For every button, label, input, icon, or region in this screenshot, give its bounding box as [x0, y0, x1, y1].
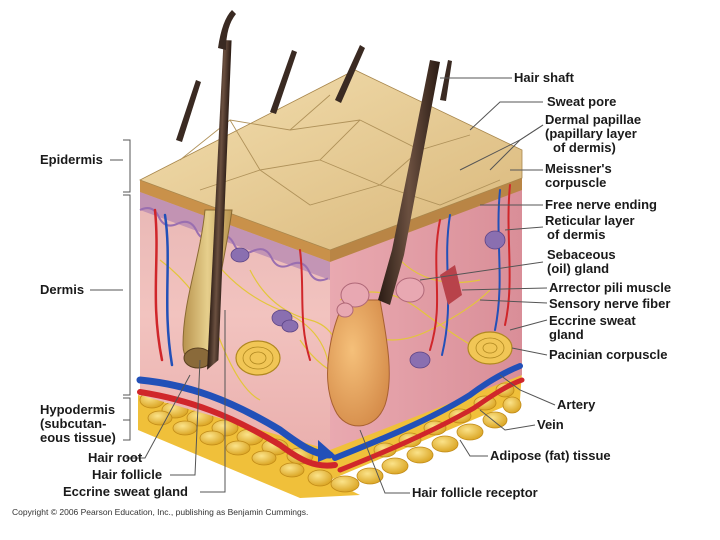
label-dermal-papillae-line3: of dermis)	[553, 141, 616, 155]
label-dermal-papillae: Dermal papillae	[545, 113, 641, 127]
label-sebaceous-gland-line2: (oil) gland	[547, 262, 609, 276]
label-artery: Artery	[557, 398, 595, 412]
label-arrector-pili-muscle: Arrector pili muscle	[549, 281, 671, 295]
layer-brackets	[90, 140, 130, 440]
label-reticular-layer-line2: of dermis	[547, 228, 606, 242]
label-hair-follicle: Hair follicle	[92, 468, 162, 482]
label-meissners-corpuscle: Meissner's	[545, 162, 612, 176]
label-eccrine-sweat-gland-right: Eccrine sweat	[549, 314, 636, 328]
label-hair-shaft: Hair shaft	[514, 71, 574, 85]
label-hypodermis: Hypodermis	[40, 403, 115, 417]
label-epidermis: Epidermis	[40, 153, 103, 167]
label-eccrine-sweat-gland-right-line2: gland	[549, 328, 584, 342]
label-sebaceous-gland: Sebaceous	[547, 248, 616, 262]
label-vein: Vein	[537, 418, 564, 432]
label-pacinian-corpuscle: Pacinian corpuscle	[549, 348, 668, 362]
label-hypodermis-line2: (subcutan-	[40, 417, 106, 431]
label-adipose-tissue: Adipose (fat) tissue	[490, 449, 611, 463]
label-hair-root: Hair root	[88, 451, 142, 465]
label-dermis: Dermis	[40, 283, 84, 297]
label-hair-follicle-receptor: Hair follicle receptor	[412, 486, 538, 500]
label-hypodermis-line3: eous tissue)	[40, 431, 116, 445]
label-free-nerve-ending: Free nerve ending	[545, 198, 657, 212]
label-reticular-layer: Reticular layer	[545, 214, 635, 228]
label-sweat-pore: Sweat pore	[547, 95, 616, 109]
hair-follicle-receptor-bulb	[328, 300, 390, 426]
label-dermal-papillae-line2: (papillary layer	[545, 127, 637, 141]
copyright-notice: Copyright © 2006 Pearson Education, Inc.…	[12, 507, 308, 517]
label-eccrine-sweat-gland-left: Eccrine sweat gland	[63, 485, 188, 499]
label-meissners-corpuscle-line2: corpuscle	[545, 176, 606, 190]
label-sensory-nerve-fiber: Sensory nerve fiber	[549, 297, 670, 311]
